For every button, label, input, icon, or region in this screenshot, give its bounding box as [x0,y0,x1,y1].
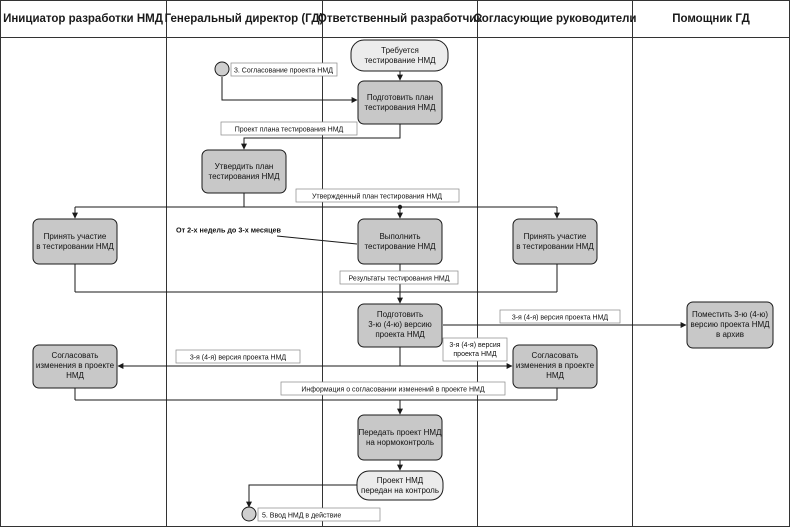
activity-prepare-plan: Подготовить план тестирования НМД [357,80,443,125]
lane-header-initiator: Инициатор разработки НМД [3,13,163,25]
svg-text:тестирования НМД: тестирования НМД [365,103,437,112]
svg-text:Подготовить план: Подготовить план [367,93,433,102]
svg-text:передан на контроль: передан на контроль [361,486,439,495]
svg-text:3-ю (4-ю) версию: 3-ю (4-ю) версию [368,320,432,329]
lane-header-assistant: Помощник ГД [672,13,750,25]
note-plan-project: Проект плана тестирования НМД [220,121,358,136]
lane-header-managers: Согласующие руководители [474,13,637,25]
activity-agree-managers: Согласовать изменения в проекте НМД [512,344,598,389]
flow-start-to-plan [221,77,358,103]
note-agreement-info: Информация о согласовании изменений в пр… [280,381,506,396]
note-approved-plan: Утвержденный план тестирования НМД [295,188,460,203]
svg-text:Требуется: Требуется [381,46,419,55]
activity-participate-managers: Принять участие в тестировании НМД [512,218,598,265]
fork-dot [397,204,403,210]
activity-participate-initiator: Принять участие в тестировании НМД [32,218,118,265]
lane-header-developer: Ответственный разработчик [318,13,482,25]
svg-text:Поместить 3-ю (4-ю): Поместить 3-ю (4-ю) [692,310,768,319]
start-event-icon [214,61,230,77]
svg-text:проекта НМД: проекта НМД [375,330,425,339]
state-require-testing: Требуется тестирование НМД [350,39,449,72]
svg-text:тестирование НМД: тестирование НМД [364,56,436,65]
svg-text:тестирование НМД: тестирование НМД [364,242,436,251]
svg-text:изменения в проекте: изменения в проекте [36,361,115,370]
activity-prepare-version: Подготовить 3-ю (4-ю) версию проекта НМД [357,303,443,348]
svg-text:Утвердить план: Утвердить план [215,162,274,171]
svg-text:в тестировании НМД: в тестировании НМД [516,242,594,251]
note-start: 3. Согласование проекта НМД [230,62,338,77]
svg-text:Подготовить: Подготовить [377,310,423,319]
svg-text:в тестировании НМД: в тестировании НМД [36,242,114,251]
activity-place-archive: Поместить 3-ю (4-ю) версию проекта НМД в… [686,301,774,349]
svg-text:Согласовать: Согласовать [532,351,579,360]
duration-pointer [276,235,358,245]
end-event-icon [241,506,257,522]
svg-text:Согласовать: Согласовать [52,351,99,360]
activity-send-normcontrol: Передать проект НМД на нормоконтроль [357,414,443,461]
svg-text:на нормоконтроль: на нормоконтроль [366,438,434,447]
svg-text:НМД: НМД [546,371,564,380]
svg-text:Утвержденный план тестирования: Утвержденный план тестирования НМД [312,193,442,201]
activity-approve-plan: Утвердить план тестирования НМД [201,149,287,194]
svg-text:Выполнить: Выполнить [379,232,420,241]
flow-sent-to-end [246,484,357,508]
svg-text:Принять участие: Принять участие [524,232,587,241]
activity-perform-testing: Выполнить тестирование НМД [357,218,443,265]
svg-text:Передать проект НМД: Передать проект НМД [359,428,443,437]
note-version-left: 3-я (4-я) версия проекта НМД [175,349,301,364]
svg-text:Результаты тестирования НМД: Результаты тестирования НМД [349,276,450,283]
svg-text:3. Согласование проекта НМД: 3. Согласование проекта НМД [234,68,333,75]
svg-text:версию проекта НМД: версию проекта НМД [690,320,770,329]
note-version-small: 3-я (4-я) версия проекта НМД [442,337,508,362]
svg-text:Проект НМД: Проект НМД [377,476,424,485]
svg-text:3-я (4-я) версия: 3-я (4-я) версия [449,342,500,349]
svg-text:Принять участие: Принять участие [44,232,107,241]
lane-header-director: Генеральный директор (ГД) [165,13,324,25]
note-results: Результаты тестирования НМД [339,270,459,285]
svg-text:тестирования НМД: тестирования НМД [209,172,281,181]
note-version-right: 3-я (4-я) версия проекта НМД [499,309,621,324]
svg-text:5. Ввод НМД в действие: 5. Ввод НМД в действие [262,512,341,520]
activity-agree-initiator: Согласовать изменения в проекте НМД [32,344,118,389]
svg-text:проекта НМД: проекта НМД [453,351,496,358]
state-sent-to-control: Проект НМД передан на контроль [356,470,444,501]
svg-text:3-я (4-я) версия проекта НМД: 3-я (4-я) версия проекта НМД [190,355,287,362]
svg-text:НМД: НМД [66,371,84,380]
svg-text:в архив: в архив [716,330,744,339]
note-duration: От 2-х недель до 3-х месяцев [176,226,282,235]
flow-plan-to-approve [241,124,401,150]
svg-text:Информация о согласовании изме: Информация о согласовании изменений в пр… [301,386,484,394]
note-end: 5. Ввод НМД в действие [257,507,381,522]
svg-text:Проект плана тестирования НМД: Проект плана тестирования НМД [235,127,344,134]
svg-text:изменения в проекте: изменения в проекте [516,361,595,370]
svg-text:3-я (4-я) версия проекта НМД: 3-я (4-я) версия проекта НМД [512,315,609,322]
